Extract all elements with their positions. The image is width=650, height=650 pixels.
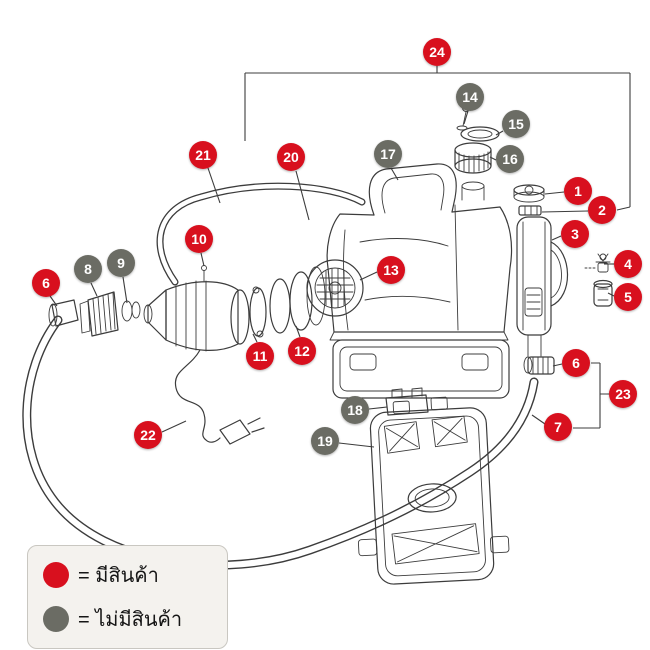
leader-line-14 (463, 110, 469, 125)
in-stock-dot-icon (43, 562, 69, 588)
small-fittings (584, 253, 613, 307)
callout-bracket-23 (573, 362, 609, 429)
part-badge-21: 21 (189, 141, 217, 169)
legend-row-in-stock: = มีสินค้า (43, 559, 212, 591)
pump-column (513, 184, 569, 357)
hose-nut-right (523, 356, 555, 375)
leader-line-12 (295, 325, 301, 338)
main-hose (22, 315, 539, 570)
part-badge-1: 1 (564, 177, 592, 205)
leader-line-5 (607, 292, 615, 297)
part-badge-18: 18 (341, 396, 369, 424)
power-cord (174, 349, 265, 445)
mount-bracket (385, 387, 429, 416)
out-of-stock-dot-icon (43, 606, 69, 632)
part-badge-17: 17 (374, 140, 402, 168)
part-badge-5: 5 (614, 283, 642, 311)
leader-lines (49, 66, 615, 448)
part-badge-8: 8 (74, 255, 102, 283)
leader-line-19 (338, 442, 375, 448)
part-badge-15: 15 (502, 110, 530, 138)
leader-line-7 (531, 414, 546, 425)
leader-line-20 (295, 170, 310, 221)
in-stock-label: = มีสินค้า (78, 565, 159, 587)
part-badge-20: 20 (277, 143, 305, 171)
leader-line-1 (544, 191, 565, 195)
fan-grille (306, 259, 364, 317)
part-badge-4: 4 (614, 250, 642, 278)
part-badge-6: 6 (562, 349, 590, 377)
leader-line-9 (122, 276, 128, 304)
leader-line-21 (207, 167, 221, 204)
out-of-stock-label: = ไม่มีสินค้า (78, 609, 183, 631)
part-badge-11: 11 (246, 342, 274, 370)
tank-body (326, 163, 513, 341)
part-badge-24: 24 (423, 38, 451, 66)
motor-assembly (143, 265, 250, 352)
leader-line-22 (161, 420, 187, 433)
part-badge-9: 9 (107, 249, 135, 277)
legend-row-out-of-stock: = ไม่มีสินค้า (43, 603, 212, 635)
leader-line-17 (390, 167, 399, 181)
part-badge-3: 3 (561, 220, 589, 248)
part-badge-23: 23 (609, 380, 637, 408)
leader-line-10 (200, 252, 205, 267)
part-badge-12: 12 (288, 337, 316, 365)
leader-line-6 (552, 363, 563, 367)
leader-line-2 (541, 210, 589, 213)
part-badge-22: 22 (134, 421, 162, 449)
part-badge-6: 6 (32, 269, 60, 297)
leader-line-13 (359, 271, 378, 281)
leader-line-6 (49, 295, 58, 307)
leader-line-11 (252, 333, 258, 343)
clamp-discs (249, 266, 326, 338)
leader-line-15 (495, 130, 504, 136)
leader-line-3 (551, 235, 562, 241)
part-badge-16: 16 (496, 145, 524, 173)
part-badge-14: 14 (456, 83, 484, 111)
leader-line-16 (489, 156, 497, 161)
part-badge-10: 10 (185, 225, 213, 253)
leader-line-8 (90, 282, 98, 297)
upper-hose (156, 182, 366, 286)
base-plate (357, 396, 510, 585)
part-badge-7: 7 (544, 413, 572, 441)
stock-legend: = มีสินค้า = ไม่มีสินค้า (27, 545, 228, 649)
filler-cap-stack (454, 104, 500, 174)
battery-box (332, 339, 510, 399)
part-badge-13: 13 (377, 256, 405, 284)
part-badge-19: 19 (311, 427, 339, 455)
nozzle-connector-left (48, 291, 141, 337)
leader-line-18 (368, 406, 388, 410)
part-badge-2: 2 (588, 196, 616, 224)
